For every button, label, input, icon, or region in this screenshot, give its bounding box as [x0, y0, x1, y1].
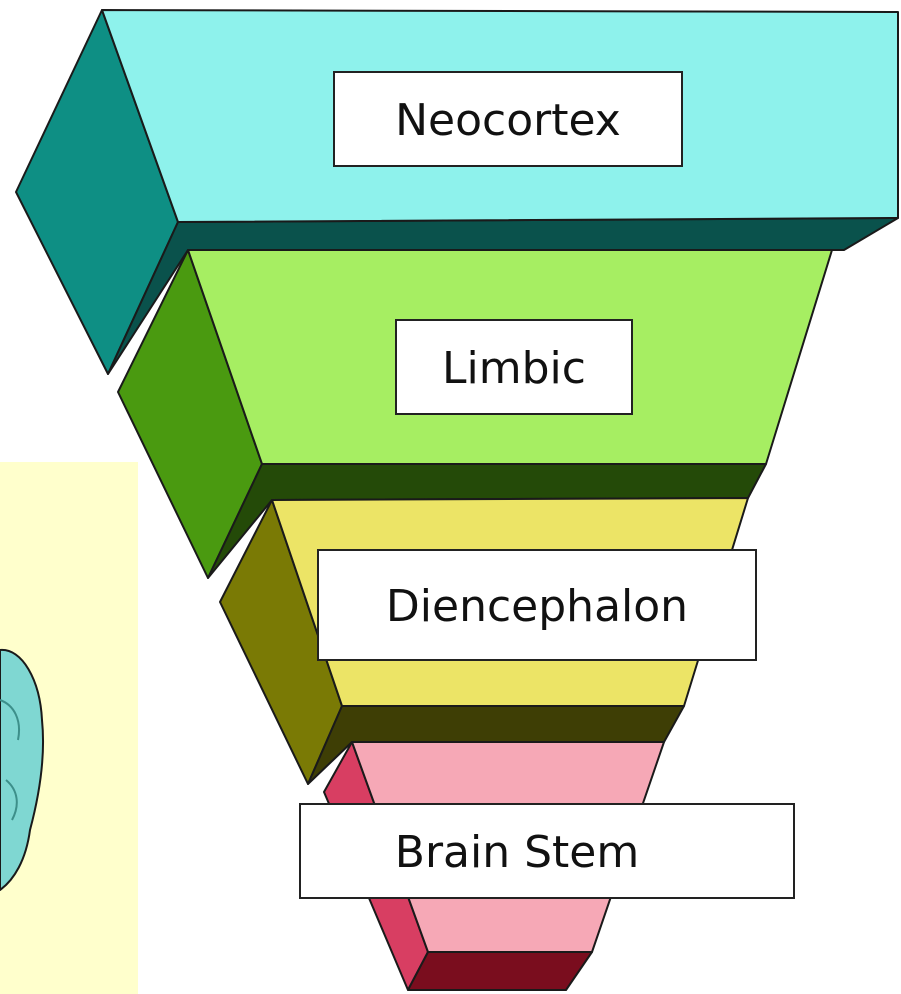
brain-stem-label-text: Brain Stem: [395, 827, 639, 878]
brain-stem-underside-face: [408, 952, 592, 990]
neocortex-label: Neocortex: [334, 72, 682, 166]
neocortex-label-text: Neocortex: [395, 95, 621, 146]
diencephalon-label-text: Diencephalon: [386, 581, 688, 632]
limbic-label-text: Limbic: [442, 343, 586, 394]
brain-stem-label: Brain Stem: [300, 804, 794, 898]
diencephalon-label: Diencephalon: [318, 550, 756, 660]
limbic-label: Limbic: [396, 320, 632, 414]
